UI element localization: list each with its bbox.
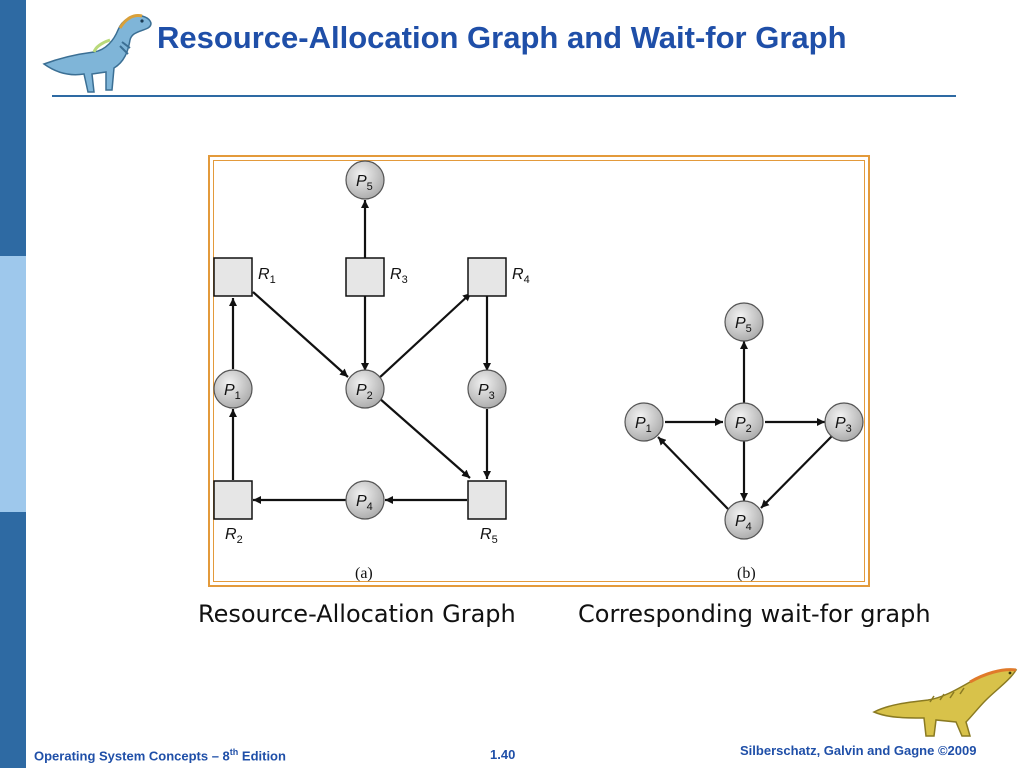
resource-r4 [467, 257, 507, 297]
title-divider [52, 95, 956, 97]
wait-process-p4 [724, 500, 764, 540]
resource-r5 [467, 480, 507, 520]
graph-figure: P5 P1 P2 P3 P4 R1 R3 R4 R2 R5 (a) [208, 155, 870, 587]
caption-resource-allocation: Resource-Allocation Graph [198, 600, 516, 628]
footer-page-number: 1.40 [490, 747, 516, 762]
wait-process-p1 [624, 402, 664, 442]
edge-b-p3-p4 [760, 435, 833, 509]
edge-p2-r4 [377, 292, 472, 380]
panel-b-label: (b) [737, 565, 756, 582]
wait-process-p5 [724, 302, 764, 342]
label-r1: R1 [258, 266, 276, 286]
edge-r1-p2 [252, 291, 349, 378]
process-p1 [213, 369, 253, 409]
process-p3 [467, 369, 507, 409]
resource-r3 [345, 257, 385, 297]
page-title: Resource-Allocation Graph and Wait-for G… [157, 20, 847, 55]
footer-book-sup: th [229, 747, 239, 757]
resource-r1 [213, 257, 253, 297]
label-r5: R5 [480, 526, 498, 546]
process-p4 [345, 480, 385, 520]
caption-wait-for: Corresponding wait-for graph [578, 600, 931, 628]
panel-b-edges [657, 341, 833, 510]
panel-a-labels: P5 P1 P2 P3 P4 R1 R3 R4 R2 R5 (a) [224, 173, 530, 582]
panel-a-processes [213, 160, 507, 520]
label-r3: R3 [390, 266, 408, 286]
footer-book-title: Operating System Concepts – 8th Edition [34, 747, 286, 763]
edge-p2-r5 [378, 397, 471, 479]
panel-a-label: (a) [355, 565, 373, 582]
label-r4: R4 [512, 266, 530, 286]
resource-r2 [213, 480, 253, 520]
process-p5 [345, 160, 385, 200]
graph-figure-inner-border [213, 160, 865, 582]
left-sidebar-highlight [0, 256, 26, 512]
wait-process-p3 [824, 402, 864, 442]
process-p2 [345, 369, 385, 409]
footer-book-suffix: Edition [238, 748, 286, 764]
label-r2: R2 [225, 526, 243, 546]
panel-a-resources [213, 257, 507, 520]
dinosaur-footer-icon [872, 668, 1018, 737]
edge-b-p4-p1 [657, 436, 729, 510]
dinosaur-logo-icon [42, 14, 152, 93]
footer-copyright: Silberschatz, Galvin and Gagne ©2009 [740, 743, 977, 758]
panel-b-processes [624, 302, 864, 540]
graph-svg: P5 P1 P2 P3 P4 R1 R3 R4 R2 R5 (a) [213, 160, 864, 582]
wait-process-p2 [724, 402, 764, 442]
panel-a-edges [229, 200, 491, 504]
footer-book-main: Operating System Concepts – 8 [34, 748, 230, 764]
